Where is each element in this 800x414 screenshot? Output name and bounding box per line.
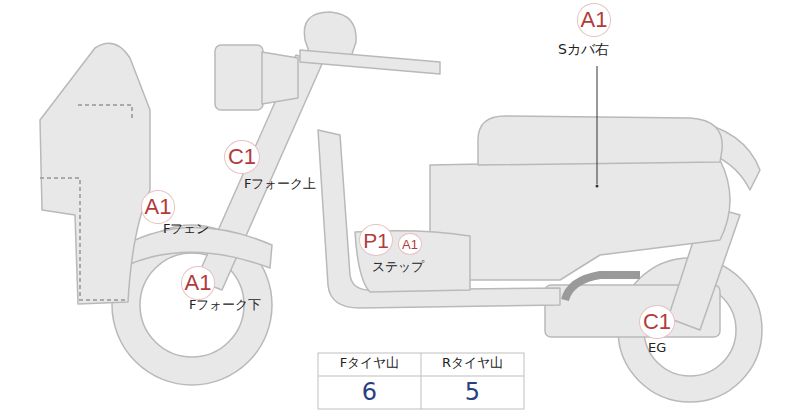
- damage-code-circle: A1: [577, 3, 612, 37]
- damage-code-circle: A1: [181, 266, 216, 300]
- damage-code: P1: [363, 230, 389, 251]
- damage-code: A1: [581, 9, 608, 31]
- damage-code-circle: A1: [398, 233, 422, 255]
- part-name: ステップ: [372, 259, 424, 275]
- damage-code: C1: [643, 311, 671, 333]
- damage-code: A1: [185, 272, 212, 294]
- part-name: Fフェン: [163, 221, 209, 237]
- part-name: Sカバ右: [558, 41, 609, 58]
- part-name: Fフォーク上: [244, 176, 316, 192]
- damage-code-circle: P1: [359, 224, 393, 256]
- damage-code-circle: C1: [639, 305, 675, 339]
- part-name: EG: [648, 340, 666, 356]
- table-header: Fタイヤ山: [318, 356, 421, 371]
- damage-code: C1: [228, 146, 256, 168]
- damage-code: A1: [145, 196, 172, 218]
- table-value: 6: [318, 379, 421, 407]
- damage-code-circle: A1: [141, 190, 176, 224]
- damage-code-circle: C1: [224, 140, 260, 174]
- table-value: 5: [421, 379, 524, 407]
- part-name: Fフォーク下: [189, 297, 261, 313]
- damage-code: A1: [402, 238, 418, 251]
- table-header: Rタイヤ山: [421, 356, 524, 371]
